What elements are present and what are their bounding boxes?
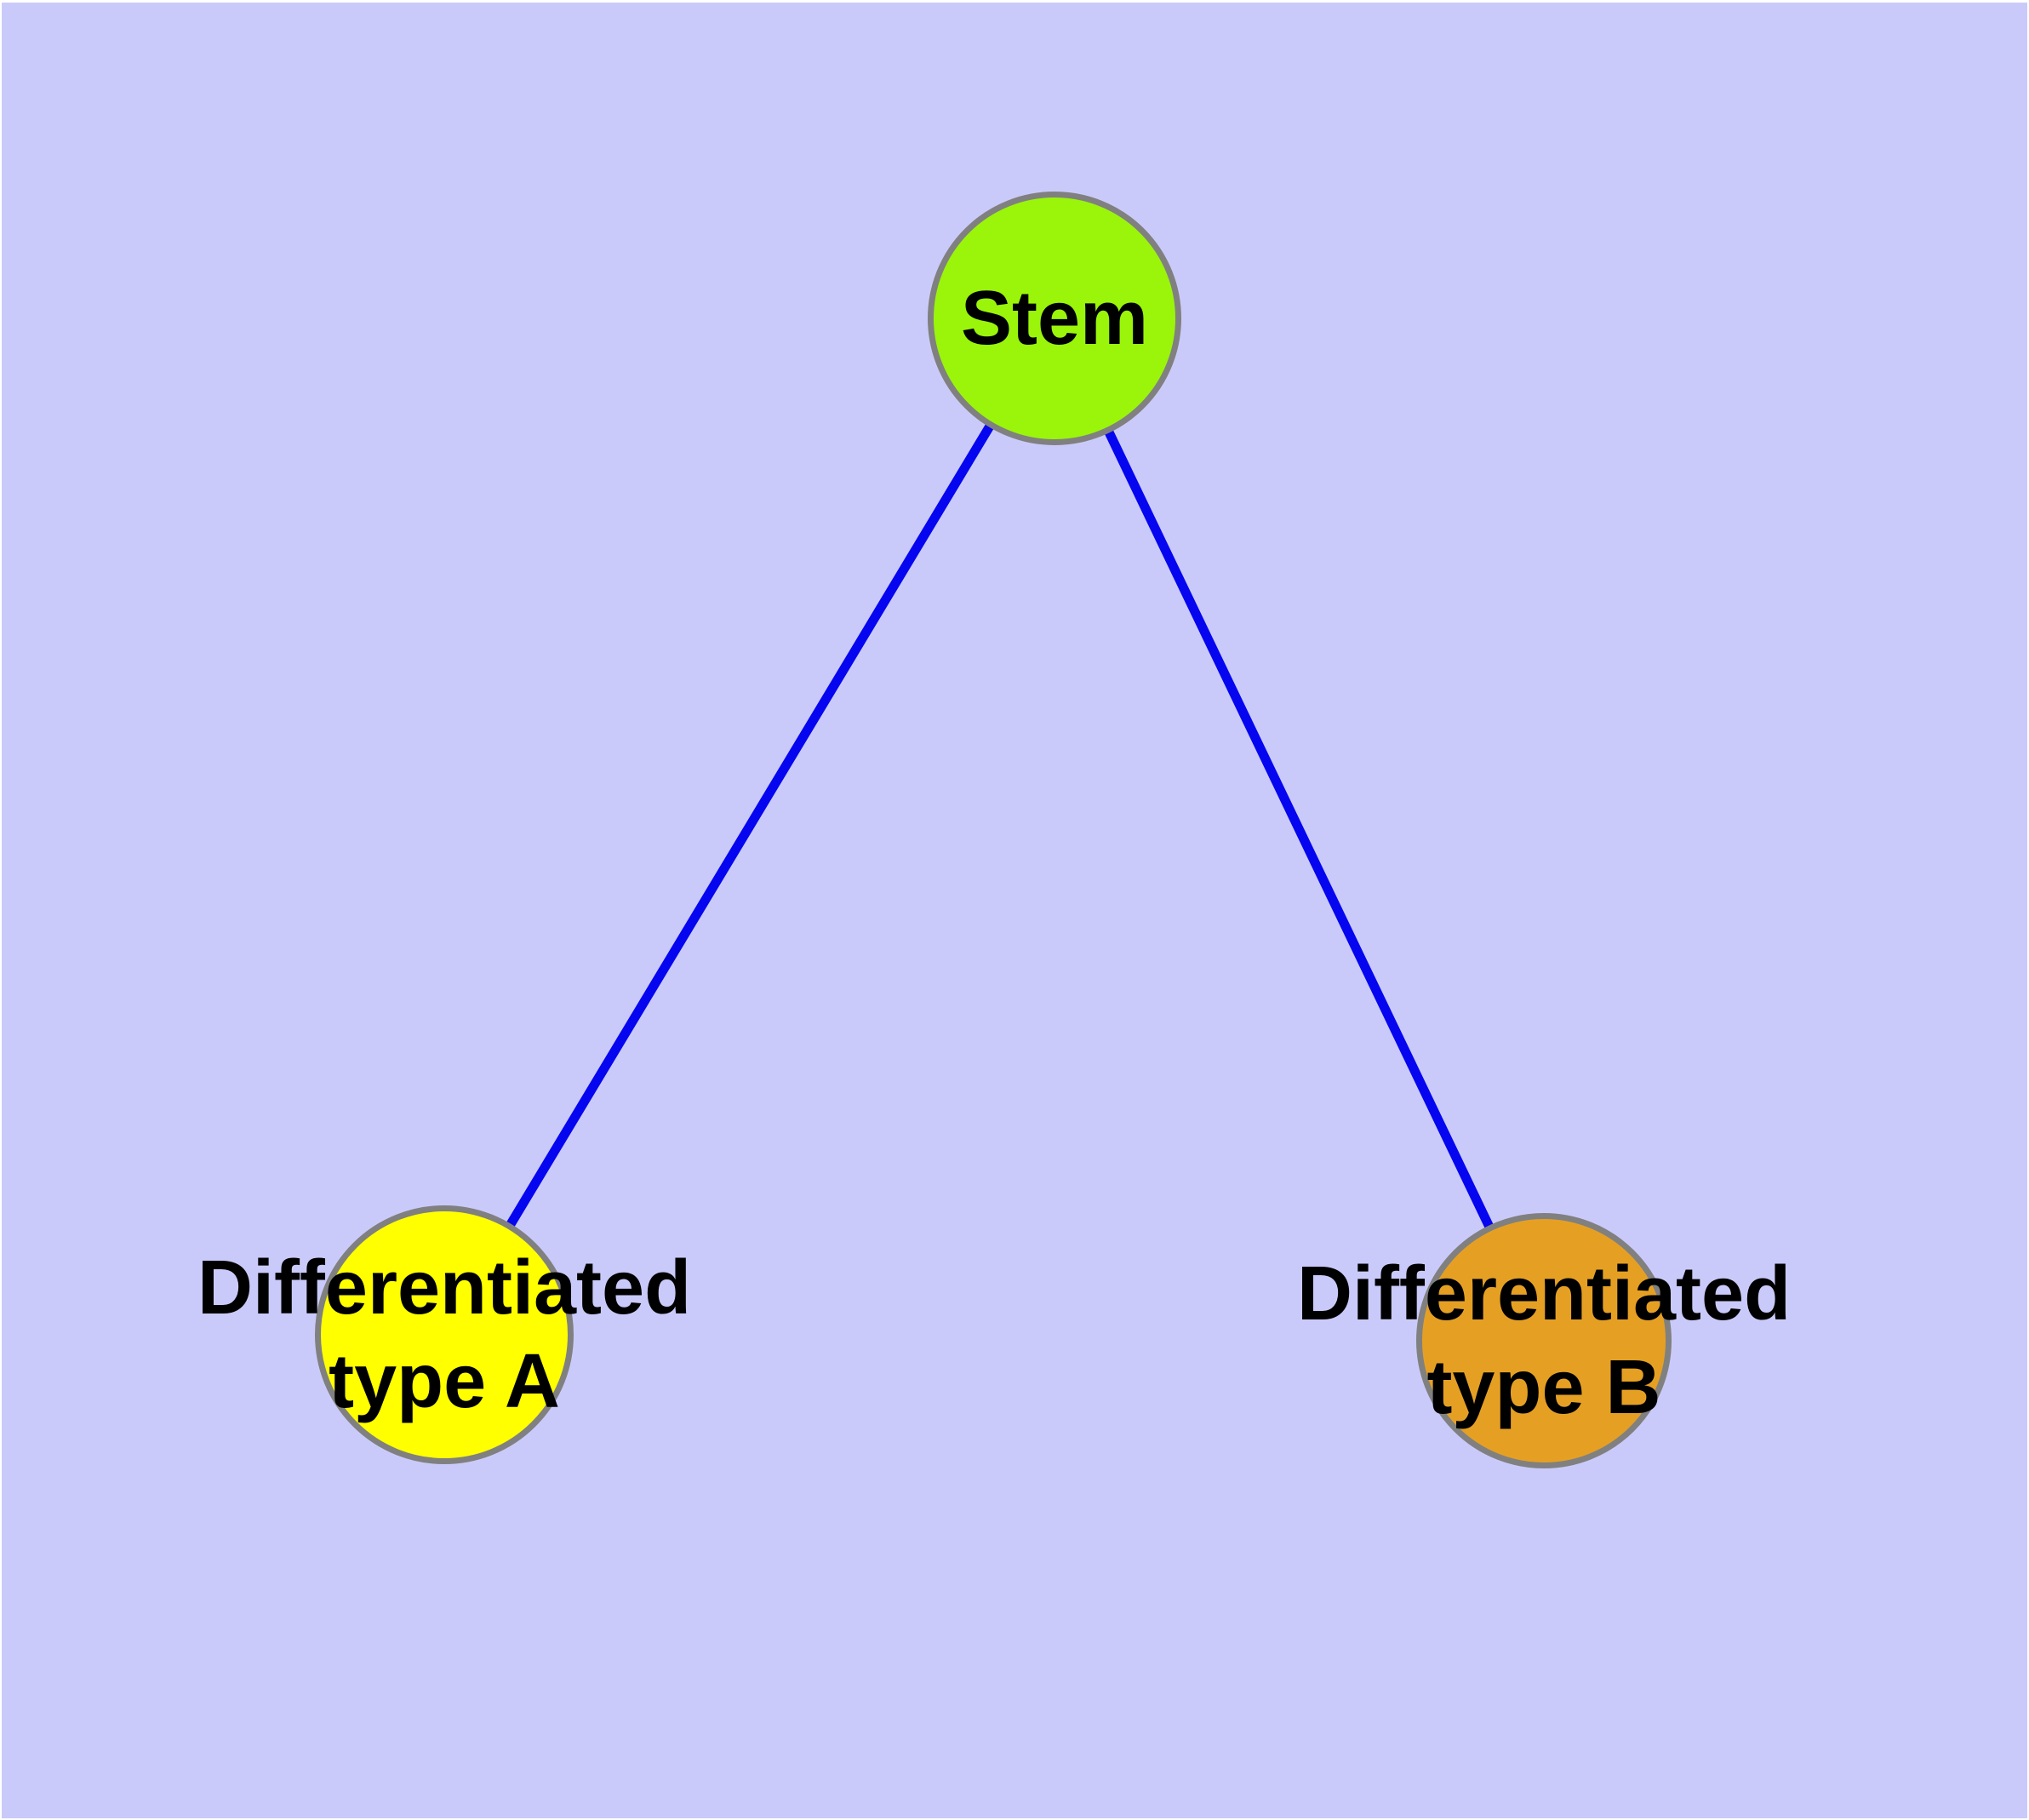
- node-label-type-b-line1: Differentiated: [1296, 1251, 1792, 1336]
- edge-stem-typeB: [1050, 316, 1548, 1343]
- node-differentiated-type-a: [315, 1205, 574, 1464]
- node-stem: [928, 192, 1181, 445]
- node-label-stem: Stem: [961, 272, 1148, 365]
- node-differentiated-type-b: [1416, 1213, 1672, 1468]
- node-label-type-a-line1: Differentiated: [197, 1245, 692, 1331]
- edge-stem-typeA: [440, 316, 1059, 1337]
- node-label-stem-line1: Stem: [960, 276, 1149, 361]
- node-label-differentiated-type-b: Differentiated type B: [1297, 1247, 1791, 1434]
- plot-canvas: Stem Differentiated type A Differentiate…: [2, 3, 2027, 1818]
- node-label-differentiated-type-a: Differentiated type A: [197, 1241, 691, 1428]
- edges-layer: [440, 316, 1548, 1343]
- node-label-type-b-line2: type B: [1426, 1345, 1661, 1430]
- node-label-type-a-line2: type A: [329, 1339, 560, 1424]
